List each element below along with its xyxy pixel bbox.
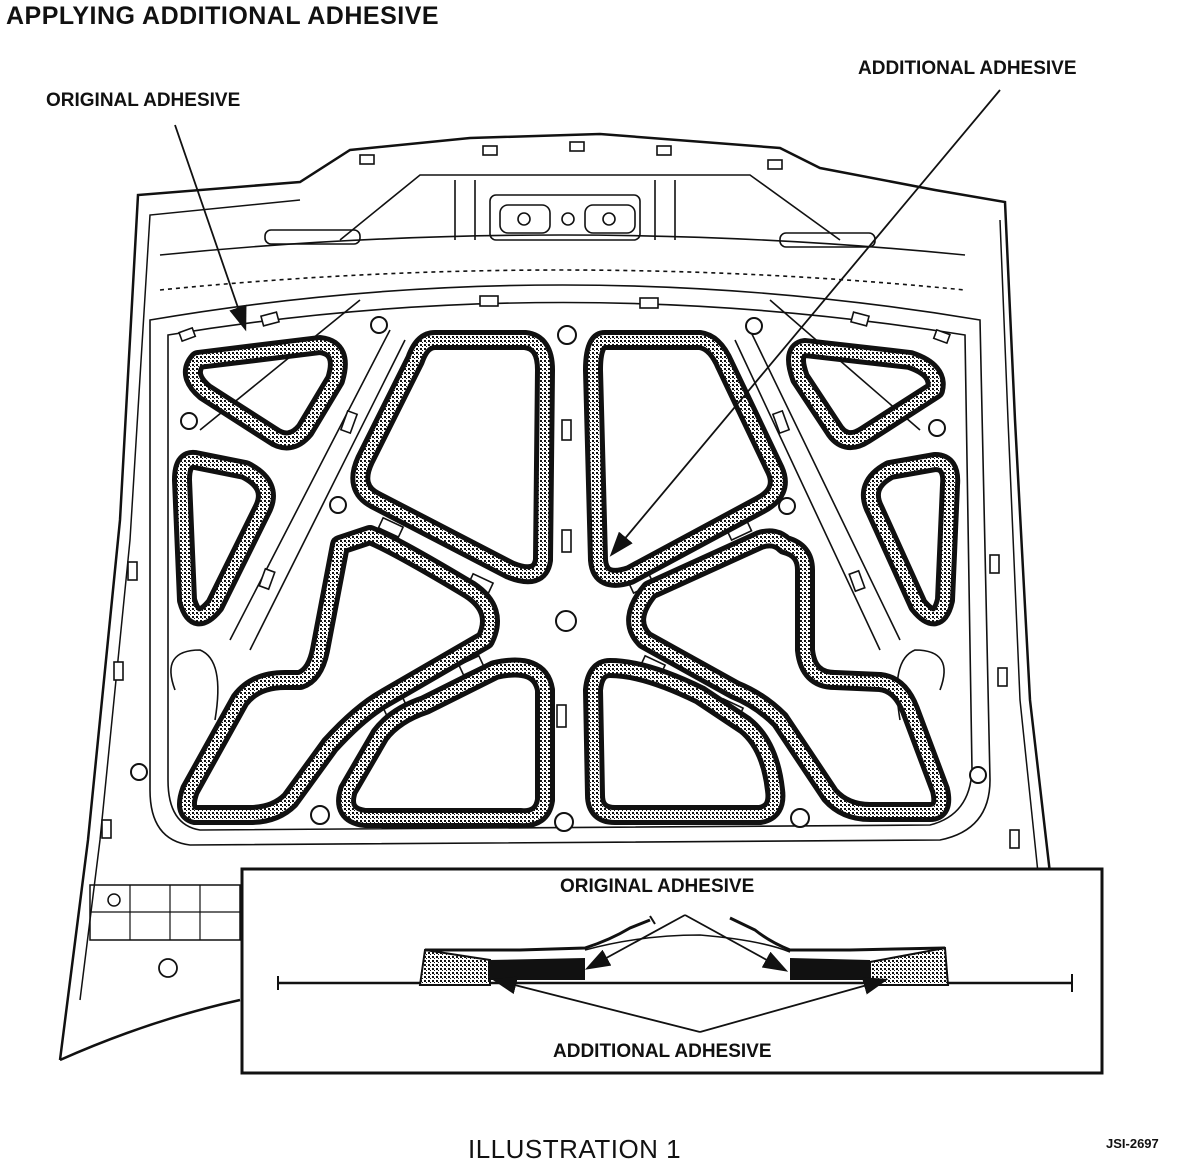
hood-slots: [101, 141, 1020, 849]
figure-code: JSI-2697: [1106, 1136, 1159, 1151]
inset-cross-section: [240, 867, 1104, 1075]
callout-arrows: [174, 89, 1001, 557]
inset-label-additional-adhesive: ADDITIONAL ADHESIVE: [553, 1041, 772, 1062]
hood-holes: [130, 316, 987, 832]
label-original-adhesive: ORIGINAL ADHESIVE: [46, 90, 241, 111]
page-title: APPLYING ADDITIONAL ADHESIVE: [6, 2, 440, 30]
hood-outline: [58, 132, 1062, 1062]
label-additional-adhesive: ADDITIONAL ADHESIVE: [858, 58, 1077, 79]
inset-label-original-adhesive: ORIGINAL ADHESIVE: [560, 876, 755, 897]
adhesive-beads: [172, 330, 950, 818]
illustration-caption: ILLUSTRATION 1: [468, 1134, 682, 1164]
